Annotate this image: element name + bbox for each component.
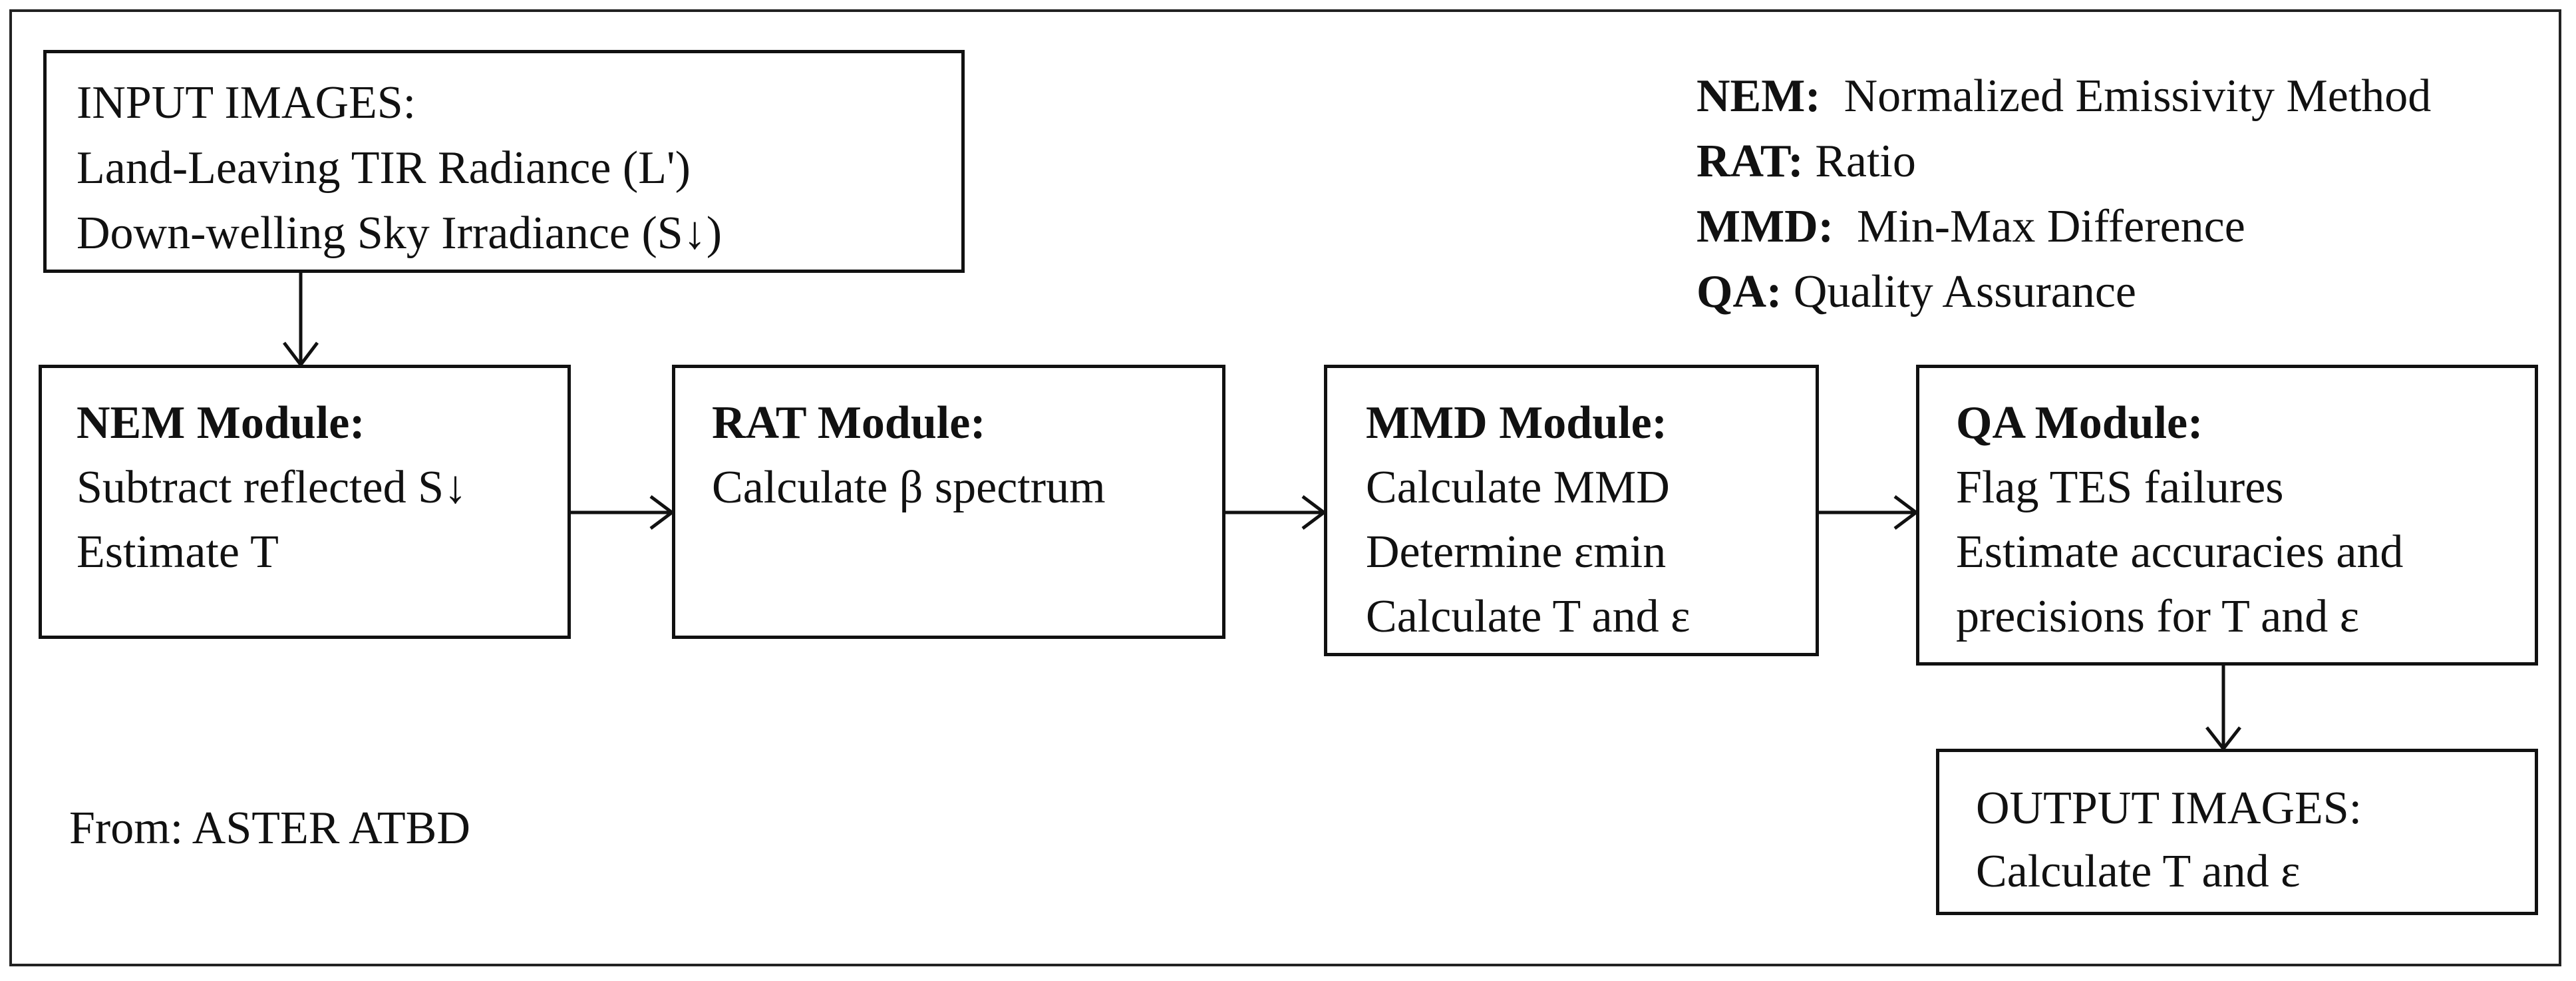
- source-note: From: ASTER ATBD: [69, 803, 470, 854]
- legend-item-nem: NEM: Normalized Emissivity Method: [1696, 73, 2431, 120]
- qa-step-flag: Flag TES failures: [1956, 462, 2284, 513]
- input-images-title: INPUT IMAGES:: [77, 77, 416, 128]
- nem-step-subtract: Subtract reflected S↓: [77, 462, 468, 513]
- arrow-input-to-nem: [283, 273, 319, 368]
- qa-module-title: QA Module:: [1956, 397, 2203, 449]
- legend-desc-nem: Normalized Emissivity Method: [1844, 71, 2432, 122]
- nem-module-box: NEM Module: Subtract reflected S↓ Estima…: [39, 365, 571, 639]
- rat-module-title: RAT Module:: [712, 397, 986, 449]
- qa-module-box: QA Module: Flag TES failures Estimate ac…: [1916, 365, 2538, 666]
- nem-step-estimate: Estimate T: [77, 526, 279, 578]
- legend-abbr-rat: RAT:: [1696, 136, 1804, 187]
- arrow-mmd-to-qa: [1818, 495, 1919, 530]
- arrow-qa-to-output: [2205, 664, 2241, 752]
- nem-module-title: NEM Module:: [77, 397, 365, 449]
- output-step-calculate: Calculate T and ε: [1976, 846, 2301, 897]
- legend-desc-rat: Ratio: [1815, 136, 1916, 187]
- mmd-module-box: MMD Module: Calculate MMD Determine εmin…: [1324, 365, 1819, 656]
- input-images-box: INPUT IMAGES: Land-Leaving TIR Radiance …: [43, 50, 965, 273]
- input-radiance-label: Land-Leaving TIR Radiance (L'): [77, 142, 691, 194]
- qa-step-accuracies: Estimate accuracies and: [1956, 526, 2404, 578]
- legend-desc-qa: Quality Assurance: [1793, 266, 2136, 317]
- mmd-step-calculate: Calculate MMD: [1366, 462, 1670, 513]
- legend-item-mmd: MMD: Min-Max Difference: [1696, 204, 2245, 250]
- rat-step-beta: Calculate β spectrum: [712, 462, 1106, 513]
- mmd-module-title: MMD Module:: [1366, 397, 1667, 449]
- output-images-title: OUTPUT IMAGES:: [1976, 783, 2362, 834]
- diagram-frame: [9, 9, 2561, 966]
- legend-abbr-mmd: MMD:: [1696, 201, 1834, 252]
- legend-abbr-qa: QA:: [1696, 266, 1782, 317]
- input-irradiance-label: Down-welling Sky Irradiance (S↓): [77, 208, 723, 259]
- qa-step-precisions: precisions for T and ε: [1956, 591, 2360, 642]
- mmd-step-t-epsilon: Calculate T and ε: [1366, 591, 1690, 642]
- arrow-nem-to-rat: [570, 495, 675, 530]
- arrow-rat-to-mmd: [1225, 495, 1327, 530]
- legend-abbr-nem: NEM:: [1696, 71, 1821, 122]
- legend-desc-mmd: Min-Max Difference: [1857, 201, 2245, 252]
- legend-item-qa: QA: Quality Assurance: [1696, 269, 2136, 315]
- rat-module-box: RAT Module: Calculate β spectrum: [672, 365, 1225, 639]
- mmd-step-emin: Determine εmin: [1366, 526, 1667, 578]
- legend-item-rat: RAT: Ratio: [1696, 138, 1916, 185]
- output-images-box: OUTPUT IMAGES: Calculate T and ε: [1936, 749, 2538, 915]
